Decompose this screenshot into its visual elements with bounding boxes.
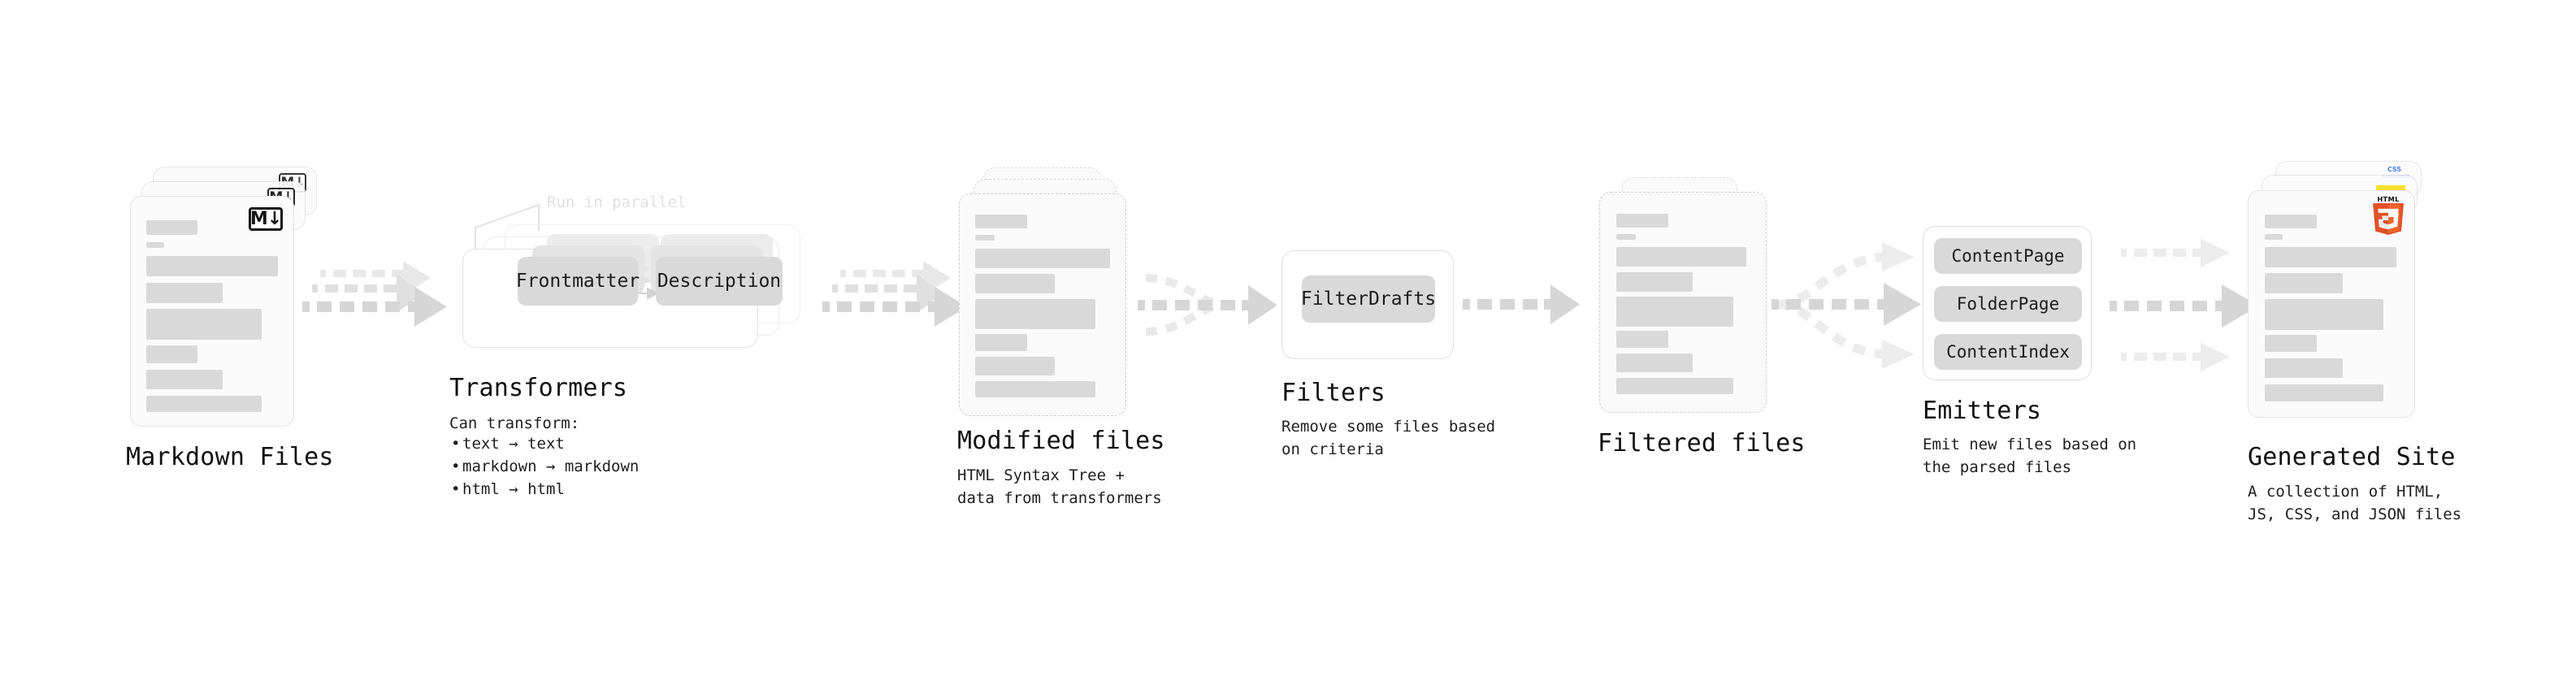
list-item: html → html bbox=[449, 478, 639, 501]
generated-site-subtitle: A collection of HTML, JS, CSS, and JSON … bbox=[2248, 483, 2462, 523]
markdown-card-stack: M↓ M↓ M↓ bbox=[130, 167, 317, 427]
arrow-modified-to-filters bbox=[1138, 274, 1277, 336]
content-bar bbox=[975, 334, 1027, 351]
content-bar bbox=[975, 235, 995, 241]
transformers-transform-list: text → text markdown → markdown html → h… bbox=[449, 431, 639, 501]
modified-card-stack bbox=[959, 167, 1138, 436]
content-bar bbox=[2265, 299, 2383, 330]
caption-markdown-files: Markdown Files bbox=[126, 443, 334, 471]
emitters-group-box: ContentPage FolderPage ContentIndex bbox=[1923, 226, 2092, 380]
content-bar bbox=[975, 381, 1095, 397]
html5-icon: HTML bbox=[2373, 195, 2404, 235]
content-bar bbox=[975, 357, 1055, 375]
modified-files-subtitle: HTML Syntax Tree + data from transformer… bbox=[957, 466, 1162, 507]
generated-card-stack: CSS HTML bbox=[2248, 161, 2435, 429]
caption-emitters: Emitters bbox=[1923, 397, 2042, 425]
modified-card-content bbox=[960, 194, 1125, 415]
markdown-card-front: M↓ bbox=[130, 196, 294, 427]
content-bar bbox=[975, 274, 1055, 293]
filter-node-filterdrafts[interactable]: FilterDrafts bbox=[1301, 275, 1436, 323]
caption-filtered-files: Filtered files bbox=[1598, 429, 1806, 458]
content-bar bbox=[146, 242, 164, 248]
caption-transformers: Transformers bbox=[449, 374, 628, 402]
content-bar bbox=[2265, 384, 2383, 401]
css-icon: CSS bbox=[2387, 166, 2401, 173]
emitters-subtitle: Emit new files based on the parsed files bbox=[1923, 436, 2137, 476]
content-bar bbox=[975, 249, 1110, 268]
stage-transformers: Run in parallel Frontmatter Description bbox=[451, 193, 809, 374]
list-item: markdown → markdown bbox=[449, 455, 639, 478]
content-bar bbox=[146, 370, 223, 389]
content-bar bbox=[2265, 215, 2317, 228]
caption-filters: Filters bbox=[1281, 379, 1386, 407]
filters-group-box: FilterDrafts bbox=[1281, 250, 1454, 359]
content-bar bbox=[1616, 272, 1693, 292]
transformers-intro: Can transform: bbox=[449, 414, 580, 432]
caption-generated-site: Generated Site bbox=[2248, 443, 2456, 471]
content-bar bbox=[2265, 273, 2343, 293]
content-bar bbox=[1616, 214, 1668, 228]
content-bar bbox=[2265, 247, 2396, 267]
modified-card-front bbox=[959, 193, 1126, 416]
content-bar bbox=[146, 309, 262, 340]
markdown-icon: M↓ bbox=[249, 207, 283, 231]
list-item: text → text bbox=[449, 432, 639, 455]
content-bar bbox=[1616, 354, 1693, 372]
arrow-filters-to-filtered bbox=[1463, 284, 1580, 324]
content-bar bbox=[2265, 234, 2283, 240]
emitter-node-folderpage[interactable]: FolderPage bbox=[1934, 286, 2082, 322]
content-bar bbox=[146, 345, 197, 363]
filtered-card-stack bbox=[1599, 177, 1778, 437]
generated-card-front: HTML bbox=[2248, 190, 2415, 418]
arrow-filtered-to-emitters bbox=[1772, 242, 1921, 369]
content-bar bbox=[975, 215, 1027, 228]
stage-filtered-files bbox=[1599, 177, 1778, 437]
markdown-card-content bbox=[131, 197, 293, 426]
stage-markdown-files: M↓ M↓ M↓ bbox=[130, 167, 317, 427]
content-bar bbox=[1616, 297, 1733, 327]
content-bar bbox=[975, 299, 1095, 329]
emitter-node-contentindex[interactable]: ContentIndex bbox=[1934, 334, 2082, 370]
filters-subtitle: Remove some files based on criteria bbox=[1281, 418, 1496, 458]
emitter-node-contentpage[interactable]: ContentPage bbox=[1934, 238, 2082, 274]
content-bar bbox=[1616, 331, 1668, 348]
content-bar bbox=[2265, 335, 2317, 352]
content-bar bbox=[1616, 247, 1746, 267]
stage-modified-files bbox=[959, 167, 1138, 436]
arrow-markdown-to-transformers bbox=[302, 261, 447, 327]
content-bar bbox=[2265, 358, 2343, 378]
content-bar bbox=[1616, 234, 1636, 240]
content-bar bbox=[146, 396, 262, 412]
content-bar bbox=[146, 220, 197, 235]
filtered-card-front bbox=[1599, 192, 1767, 413]
parallel-label: Run in parallel bbox=[547, 193, 687, 211]
svg-text:HTML: HTML bbox=[2377, 195, 2400, 203]
content-bar bbox=[1616, 378, 1733, 394]
caption-modified-files: Modified files bbox=[957, 427, 1165, 455]
content-bar bbox=[146, 283, 223, 303]
transformer-node-description[interactable]: Description bbox=[656, 257, 783, 306]
stage-generated-site: CSS HTML bbox=[2248, 161, 2435, 429]
filtered-card-content bbox=[1600, 193, 1766, 412]
content-bar bbox=[146, 256, 278, 276]
generated-card-content bbox=[2249, 191, 2414, 417]
transformer-node-frontmatter[interactable]: Frontmatter bbox=[516, 257, 640, 306]
